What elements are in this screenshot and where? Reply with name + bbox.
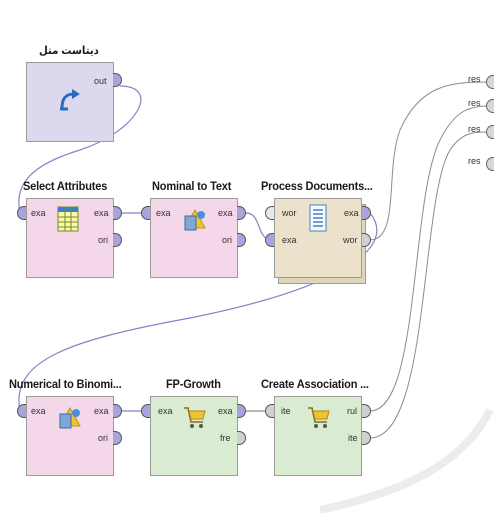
input-port[interactable] <box>141 206 150 220</box>
type-convert-icon <box>184 208 206 231</box>
input-port[interactable] <box>265 233 274 247</box>
result-port[interactable] <box>486 157 494 171</box>
input-port[interactable] <box>17 206 26 220</box>
input-port[interactable] <box>17 404 26 418</box>
operator-title: Process Documents... <box>261 179 373 193</box>
shopping-cart-icon <box>184 407 206 428</box>
output-port[interactable] <box>113 431 122 445</box>
output-port[interactable] <box>237 404 246 418</box>
port-label: exa <box>31 406 46 416</box>
port-label: wor <box>282 208 297 218</box>
port-label: ite <box>348 433 358 443</box>
retrieve-arrow-icon <box>60 89 80 111</box>
operator-title: Select Attributes <box>23 179 108 193</box>
output-port[interactable] <box>113 73 122 87</box>
operator-title: Nominal to Text <box>152 179 232 193</box>
port-label: exa <box>31 208 46 218</box>
port-label: exa <box>156 208 171 218</box>
result-port-label: res <box>468 98 481 108</box>
type-convert-icon <box>59 406 81 429</box>
output-port[interactable] <box>237 233 246 247</box>
result-port-label: res <box>468 74 481 84</box>
output-port[interactable] <box>113 404 122 418</box>
output-port[interactable] <box>113 233 122 247</box>
port-label: out <box>94 76 107 86</box>
port-label: exa <box>94 208 109 218</box>
output-port[interactable] <box>362 206 371 220</box>
port-label: exa <box>282 235 297 245</box>
result-port[interactable] <box>486 125 494 139</box>
input-port[interactable] <box>265 404 274 418</box>
port-label: exa <box>344 208 359 218</box>
wire-create-ite-to-res <box>369 131 489 439</box>
output-port[interactable] <box>237 206 246 220</box>
port-label: rul <box>347 406 358 416</box>
port-label: exa <box>218 208 233 218</box>
output-port[interactable] <box>113 206 122 220</box>
operator-body[interactable] <box>274 396 362 476</box>
output-port[interactable] <box>362 404 371 418</box>
result-port[interactable] <box>486 99 494 113</box>
port-label: exa <box>218 406 233 416</box>
operator-title: دیتاست متل <box>39 45 99 57</box>
input-port[interactable] <box>265 206 274 220</box>
shopping-cart-icon <box>308 407 330 428</box>
result-port-label: res <box>468 156 481 166</box>
port-label: exa <box>94 406 109 416</box>
port-label: exa <box>158 406 173 416</box>
port-label: ori <box>98 235 109 245</box>
operator-title: FP-Growth <box>166 377 221 391</box>
output-port[interactable] <box>237 431 246 445</box>
operator-body[interactable] <box>26 62 114 142</box>
input-port[interactable] <box>141 404 150 418</box>
port-label: fre <box>220 433 231 443</box>
port-label: ori <box>98 433 109 443</box>
background-swoosh <box>319 408 494 514</box>
operator-title: Create Association ... <box>261 377 369 391</box>
port-label: wor <box>343 235 358 245</box>
port-label: ite <box>281 406 291 416</box>
operator-title: Numerical to Binomi... <box>9 377 122 391</box>
wire-create-rul-to-res <box>369 105 489 412</box>
table-icon <box>57 206 79 232</box>
document-icon <box>309 204 327 232</box>
output-port[interactable] <box>362 233 371 247</box>
port-label: ori <box>222 235 233 245</box>
result-port-label: res <box>468 124 481 134</box>
result-port[interactable] <box>486 75 494 89</box>
output-port[interactable] <box>362 431 371 445</box>
